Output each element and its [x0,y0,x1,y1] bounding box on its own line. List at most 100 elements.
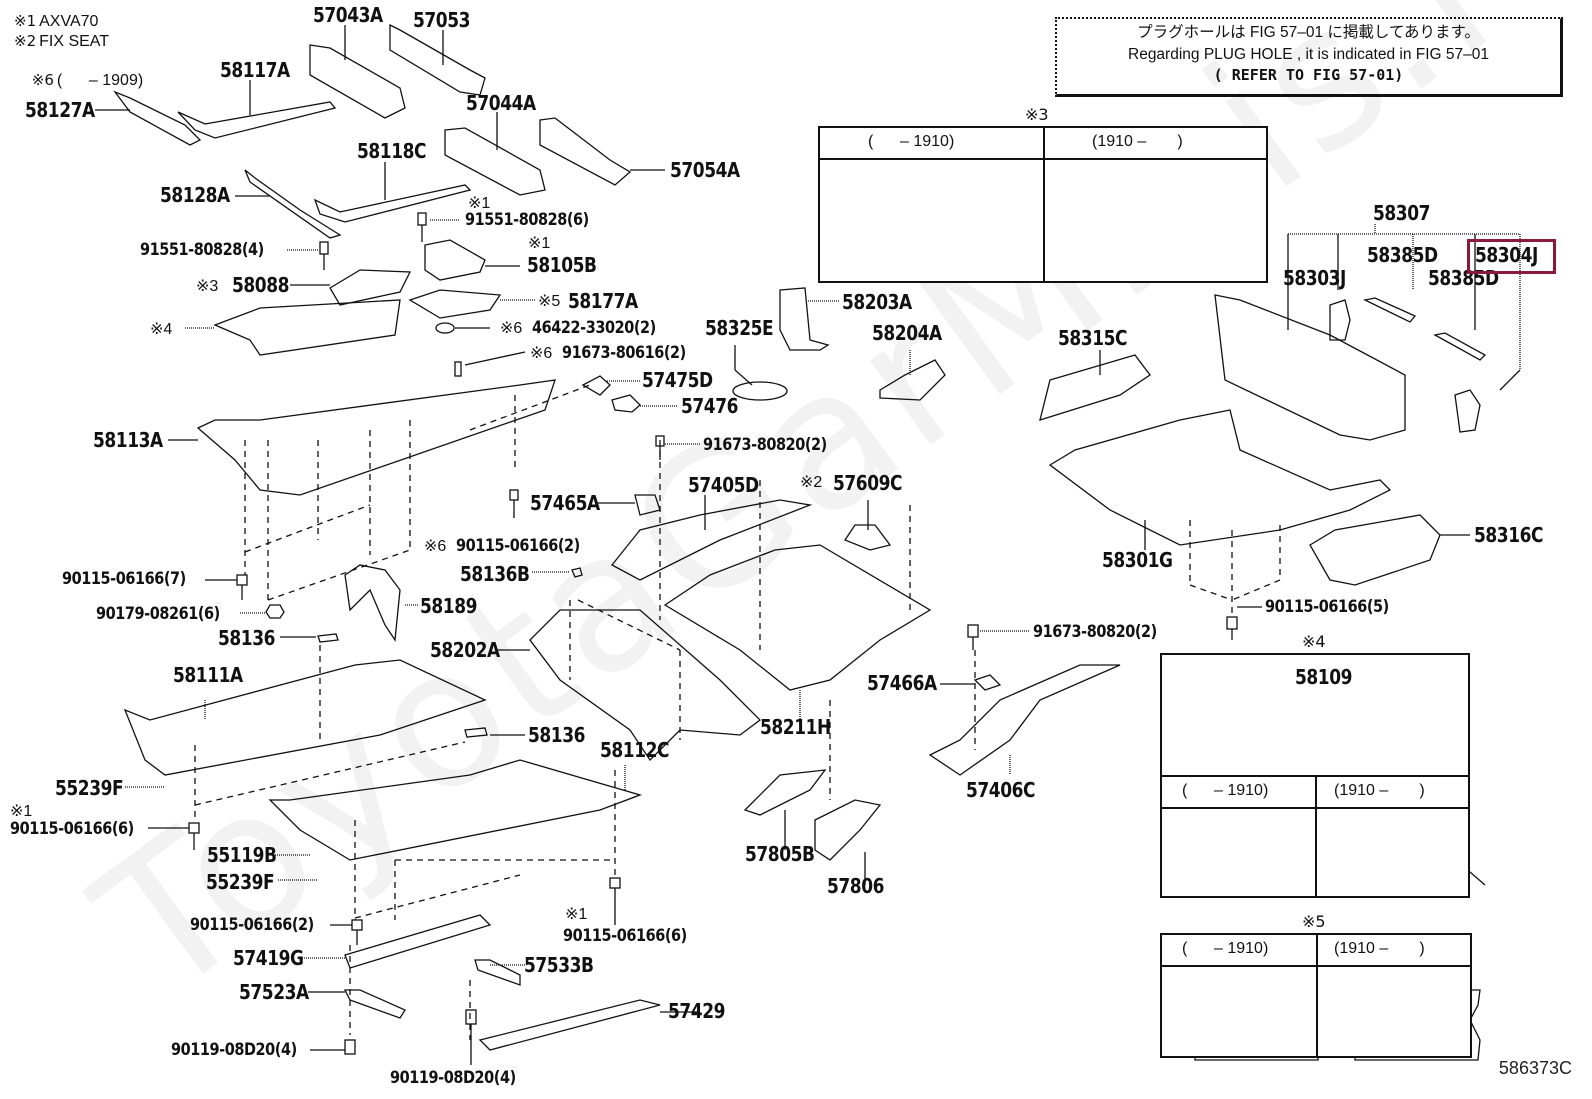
inset-4-col-after: (1910 – ) [1334,782,1425,799]
inset-5-mark: ※5 [1302,912,1326,931]
part-label-90115-06166-6a[interactable]: 90115-06166(6) [10,819,134,839]
part-label-58111A[interactable]: 58111A [173,663,243,687]
part-label-90115-06166-5[interactable]: 90115-06166(5) [1265,597,1389,617]
part-label-91673-80820-a[interactable]: 91673-80820(2) [703,435,827,455]
part-label-58325E[interactable]: 58325E [705,316,774,340]
part-58117A-shape [177,101,337,139]
note-ref-4: ※4 [150,321,173,338]
part-label-58303J[interactable]: 58303J [1283,266,1346,290]
part-label-57609C[interactable]: 57609C [833,471,903,495]
part-label-58105B[interactable]: 58105B [527,253,597,277]
part-58204A-shape [879,359,946,401]
part-label-58136B[interactable]: 58136B [460,562,530,586]
part-label-57419G[interactable]: 57419G [233,946,304,970]
part-57475D-shape [581,375,611,396]
part-label-57044A[interactable]: 57044A [466,91,536,115]
part-58203A-shape [779,287,830,351]
part-57523A-shape [343,989,406,1019]
part-57465A-shape [634,494,661,516]
part-58211H-shape [663,544,932,691]
part-label-90115-06166-6b[interactable]: 90115-06166(6) [563,926,687,946]
part-58111A-shape [123,659,487,776]
part-label-57466A[interactable]: 57466A [867,671,937,695]
part-label-90179-08261[interactable]: 90179-08261(6) [96,604,220,624]
note-mark-6-b: ※6 [530,345,553,362]
part-label-58307[interactable]: 58307 [1373,201,1431,225]
part-label-57805B[interactable]: 57805B [745,842,815,866]
part-label-58211H[interactable]: 58211H [760,715,831,739]
part-58128A-shape [244,169,342,239]
part-label-58177A[interactable]: 58177A [568,289,638,313]
part-label-46422-33020[interactable]: 46422-33020(2) [532,318,656,338]
inset-4-part-label[interactable]: 58109 [1295,665,1353,689]
part-57533B-shape [474,959,521,986]
part-label-55239F-b[interactable]: 55239F [206,870,275,894]
part-label-57476[interactable]: 57476 [681,394,739,418]
part-label-55119B[interactable]: 55119B [207,843,277,867]
figure-code: 586373C [1498,1058,1572,1078]
part-57806-shape [814,799,882,861]
part-label-91673-80616[interactable]: 91673-80616(2) [562,343,686,363]
part-58315C-shape [1039,354,1151,421]
part-label-58315C[interactable]: 58315C [1058,326,1128,350]
part-label-57054A[interactable]: 57054A [670,158,740,182]
part-58118C-shape [313,184,472,223]
part-label-58136-a[interactable]: 58136 [218,626,276,650]
part-label-91551-80828-6[interactable]: 91551-80828(6) [465,210,589,230]
part-57805B-shape [743,769,827,816]
part-58127A-shape [113,90,202,146]
part-label-58189[interactable]: 58189 [420,594,478,618]
part-label-90115-06166-2a[interactable]: 90115-06166(2) [456,536,580,556]
part-label-90119-08D20-b[interactable]: 90119-08D20(4) [390,1068,516,1088]
part-label-57806[interactable]: 57806 [827,874,885,898]
part-label-58118C[interactable]: 58118C [357,139,427,163]
inset-panel-3: ( – 1910) (1910 – ) [818,126,1268,283]
part-label-57043A[interactable]: 57043A [313,3,383,27]
part-57043A-shape [309,44,406,119]
part-57419G-shape [344,914,492,969]
part-label-58316C[interactable]: 58316C [1474,523,1544,547]
part-label-58203A[interactable]: 58203A [842,290,912,314]
part-label-57475D[interactable]: 57475D [642,368,713,392]
part-label-91551-80828-4[interactable]: 91551-80828(4) [140,240,264,260]
inset-5-col-after: (1910 – ) [1334,940,1425,957]
part-57405D-shape [611,499,813,581]
part-label-57053[interactable]: 57053 [413,8,471,32]
part-label-58136-b[interactable]: 58136 [528,723,586,747]
part-label-58117A[interactable]: 58117A [220,58,290,82]
part-label-58204A[interactable]: 58204A [872,321,942,345]
part-58385D-a-shape [1362,297,1417,323]
part-label-57405D[interactable]: 57405D [688,473,759,497]
part-label-57429[interactable]: 57429 [668,999,726,1023]
part-label-58113A[interactable]: 58113A [93,428,163,452]
plug-note-english: Regarding PLUG HOLE , it is indicated in… [1128,45,1489,63]
note-mark-5-a: ※5 [538,293,561,310]
part-58105B-shape [424,239,486,281]
part-58189-shape [344,564,401,642]
inset-5-divider [1316,935,1318,1056]
part-label-57406C[interactable]: 57406C [966,778,1036,802]
part-label-58202A[interactable]: 58202A [430,638,500,662]
note-mark-6-a: ※6 [500,320,523,337]
part-label-90115-06166-7[interactable]: 90115-06166(7) [62,569,186,589]
part-label-57523A[interactable]: 57523A [239,980,309,1004]
part-label-90119-08D20-a[interactable]: 90119-08D20(4) [171,1040,297,1060]
note-mark-1-d: ※1 [565,906,588,923]
part-label-58304J[interactable]: 58304J [1475,243,1538,267]
part-label-91673-80820-b[interactable]: 91673-80820(2) [1033,622,1157,642]
plug-note-refer[interactable]: ( REFER TO FIG 57-01) [1213,66,1404,85]
part-label-58112C[interactable]: 58112C [600,738,670,762]
part-58301G-shape [1048,409,1392,546]
part-label-58128A[interactable]: 58128A [160,183,230,207]
part-label-58301G[interactable]: 58301G [1102,548,1173,572]
part-label-58127A[interactable]: 58127A [25,98,95,122]
part-58307-shape [1214,294,1406,441]
part-label-58088[interactable]: 58088 [232,273,290,297]
part-57476-shape [611,394,641,413]
part-label-55239F-a[interactable]: 55239F [55,776,124,800]
part-label-57533B[interactable]: 57533B [524,953,594,977]
part-label-90115-06166-2b[interactable]: 90115-06166(2) [190,915,314,935]
part-label-57465A[interactable]: 57465A [530,491,600,515]
part-label-58385D-a[interactable]: 58385D [1367,243,1438,267]
part-58316C-shape [1309,514,1441,586]
